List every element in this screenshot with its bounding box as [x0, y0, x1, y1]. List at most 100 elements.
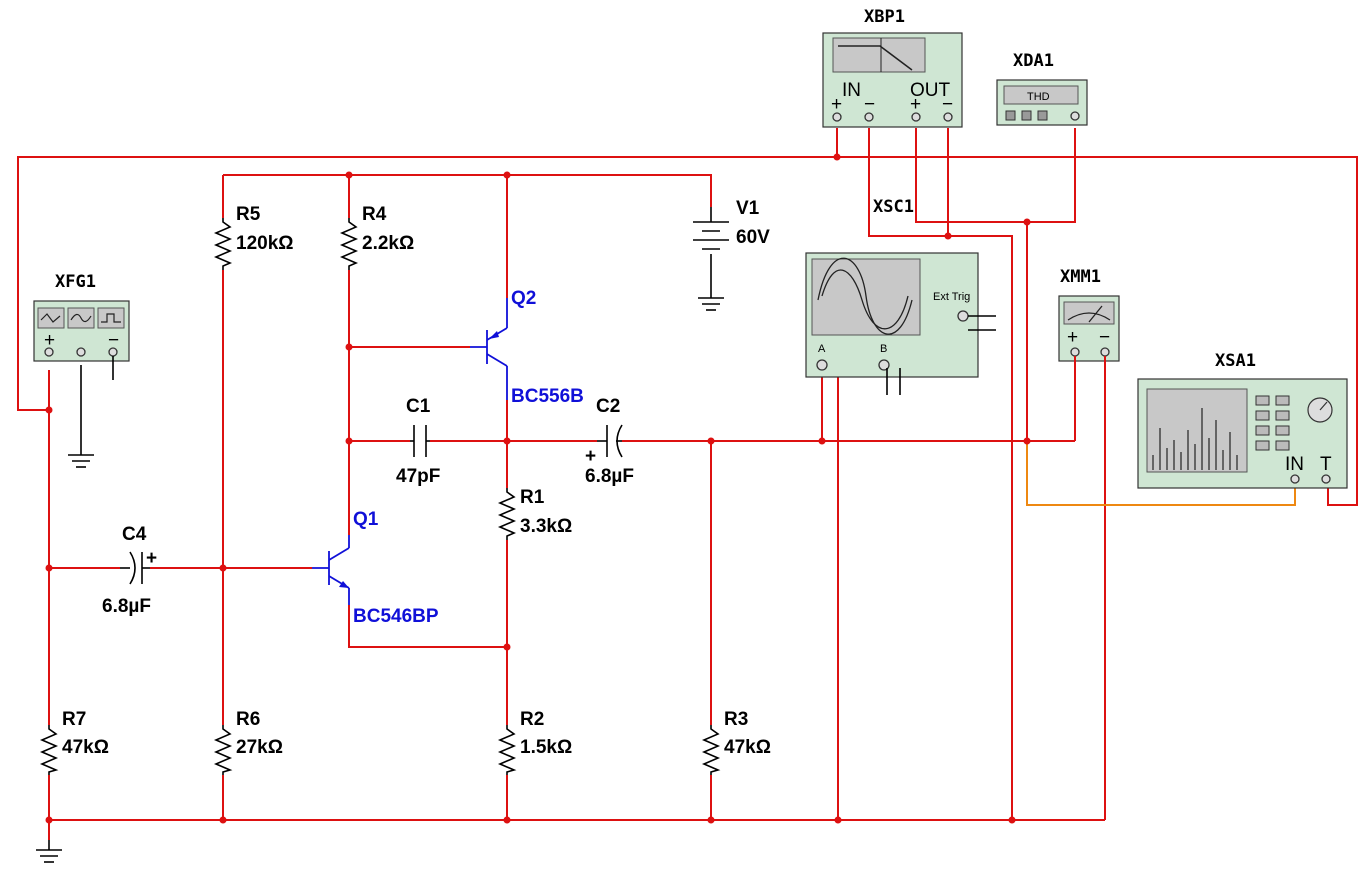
xbp1-in-label: IN	[842, 80, 861, 101]
c4-value: 6.8µF	[102, 596, 151, 617]
xbp1-out-minus: −	[942, 94, 953, 115]
xfg1-terminal[interactable]	[108, 347, 118, 357]
instrument-xfg1-function-generator[interactable]: XFG1 + −	[33, 272, 130, 380]
instrument-xsa1-spectrum-analyzer[interactable]: XSA1 IN T	[1137, 351, 1348, 489]
xsc1-terminal-a[interactable]	[816, 359, 828, 371]
wire-vcc-rail[interactable]	[223, 174, 712, 207]
r2-value: 1.5kΩ	[520, 737, 572, 758]
ground-main	[36, 840, 62, 863]
ground-xfg1	[68, 365, 94, 468]
xsc1-ext-trig-terminal[interactable]	[957, 310, 969, 322]
resistor-r7[interactable]: R7 47kΩ	[39, 709, 109, 775]
xbp1-terminal[interactable]	[832, 112, 842, 122]
xsa1-terminal-t[interactable]	[1321, 474, 1331, 484]
r1-value: 3.3kΩ	[520, 516, 572, 537]
r5-ref: R5	[236, 204, 261, 225]
xda1-screen	[1003, 85, 1079, 105]
resistor-r1[interactable]: R1 3.3kΩ	[497, 487, 572, 540]
battery-v1[interactable]: V1 60V	[693, 198, 770, 298]
r7-value: 47kΩ	[62, 737, 109, 758]
wire-xbp-out-plus[interactable]	[915, 128, 1076, 223]
instrument-xbp1-bode-plotter[interactable]: XBP1 IN OUT + − + −	[822, 7, 963, 128]
xmm1-terminal[interactable]	[1070, 347, 1080, 357]
wire-xbp-out-minus[interactable]	[947, 128, 1013, 820]
capacitor-c1[interactable]: C1 47pF	[396, 396, 440, 487]
instrument-xmm1-multimeter[interactable]: XMM1 + −	[1058, 267, 1120, 380]
q2-ref: Q2	[511, 288, 536, 309]
wires	[17, 128, 1358, 840]
transistor-q2[interactable]: Q2 BC556B	[470, 288, 584, 407]
r2-ref: R2	[520, 709, 544, 730]
capacitor-c2[interactable]: + C2 6.8µF	[585, 396, 634, 487]
xfg1-terminal[interactable]	[44, 347, 54, 357]
resistor-r4[interactable]: R4 2.2kΩ	[339, 204, 414, 270]
resistor-r5[interactable]: R5 120kΩ	[213, 204, 294, 270]
wire-xbp-in-minus[interactable]	[868, 128, 948, 237]
r3-ref: R3	[724, 709, 748, 730]
r6-value: 27kΩ	[236, 737, 283, 758]
c4-plus: +	[146, 548, 157, 569]
r6-ref: R6	[236, 709, 260, 730]
xda1-ref: XDA1	[1013, 51, 1054, 71]
xbp1-terminal[interactable]	[864, 112, 874, 122]
xsa1-t-label: T	[1320, 454, 1332, 475]
xsc1-channel-a: A	[818, 343, 826, 355]
v1-ref: V1	[736, 198, 760, 219]
instrument-xsc1-oscilloscope[interactable]: XSC1 Ext Trig A B	[805, 197, 996, 395]
xbp1-terminal[interactable]	[911, 112, 921, 122]
wire-q1-emitter[interactable]	[348, 605, 507, 648]
xfg1-plus: +	[44, 330, 55, 351]
xsa1-terminal-in[interactable]	[1290, 474, 1300, 484]
r7-ref: R7	[62, 709, 86, 730]
bode-screen	[832, 37, 926, 73]
instrument-xda1-distortion-analyzer[interactable]: XDA1 THD	[996, 51, 1088, 126]
junctions	[45, 153, 1031, 824]
capacitor-c4[interactable]: + C4 6.8µF	[102, 524, 157, 617]
r5-value: 120kΩ	[236, 233, 294, 254]
xbp1-in-plus: +	[831, 94, 842, 115]
xsc1-terminal-b[interactable]	[878, 359, 890, 371]
xbp1-ref: XBP1	[864, 7, 905, 27]
c2-plus: +	[585, 446, 596, 467]
c1-value: 47pF	[396, 466, 440, 487]
resistor-r3[interactable]: R3 47kΩ	[701, 709, 771, 775]
q1-ref: Q1	[353, 509, 379, 530]
v1-value: 60V	[736, 227, 770, 248]
xbp1-out-plus: +	[910, 94, 921, 115]
xmm1-terminal[interactable]	[1100, 347, 1110, 357]
xsc1-ext-trig: Ext Trig	[933, 291, 970, 303]
xbp1-terminal[interactable]	[943, 112, 953, 122]
xsa1-in-label: IN	[1285, 454, 1304, 475]
r4-value: 2.2kΩ	[362, 233, 414, 254]
xfg1-terminal[interactable]	[76, 347, 86, 357]
ground-v1	[698, 297, 724, 311]
r4-ref: R4	[362, 204, 387, 225]
xmm1-ref: XMM1	[1060, 267, 1101, 287]
xfg1-minus: −	[108, 330, 119, 351]
q2-model: BC556B	[511, 386, 584, 407]
xmm1-minus: −	[1099, 327, 1110, 348]
xsc1-ref: XSC1	[873, 197, 914, 217]
transistor-q1[interactable]: Q1 BC546BP	[312, 509, 439, 627]
xbp1-out-label: OUT	[910, 80, 951, 101]
wire-signal-loop-right[interactable]	[837, 156, 1358, 506]
xda1-screen-text: THD	[1027, 91, 1050, 103]
wire-xsa-in[interactable]	[1026, 441, 1296, 506]
xsc1-channel-b: B	[880, 343, 887, 355]
r1-ref: R1	[520, 487, 545, 508]
xmm1-plus: +	[1067, 327, 1078, 348]
c2-ref: C2	[596, 396, 620, 417]
xbp1-in-minus: −	[864, 94, 875, 115]
xfg1-sine-button[interactable]	[37, 307, 65, 329]
resistor-r6[interactable]: R6 27kΩ	[213, 709, 283, 775]
q1-model: BC546BP	[353, 606, 439, 627]
xsa1-ref: XSA1	[1215, 351, 1256, 371]
xfg1-ref: XFG1	[55, 272, 96, 292]
r3-value: 47kΩ	[724, 737, 771, 758]
xda1-terminal[interactable]	[1070, 111, 1080, 121]
wire-signal-loop[interactable]	[17, 128, 838, 411]
xfg1-square-button[interactable]	[97, 307, 125, 329]
c1-ref: C1	[406, 396, 431, 417]
resistor-r2[interactable]: R2 1.5kΩ	[497, 709, 572, 775]
